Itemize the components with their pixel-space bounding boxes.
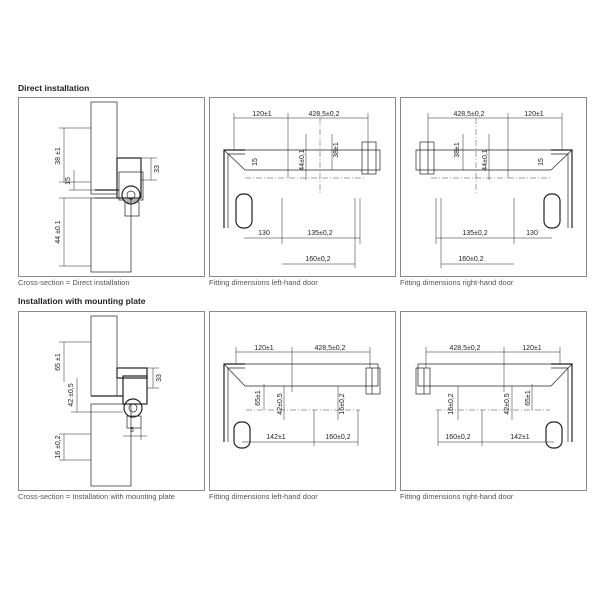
- hinge-left: [235, 193, 253, 229]
- hinge-right: [545, 421, 563, 449]
- wall-section: [90, 101, 118, 195]
- hinge-body: [122, 375, 148, 405]
- left-door-plate-drawing: 120±1 428,5±0,2 65±1 42±0,5 16±0,2 142±1…: [223, 345, 381, 449]
- dim-5: 5: [130, 427, 134, 434]
- cross-section-direct-drawing: 38 ±1 15 44 ±0.1 33: [55, 101, 161, 273]
- door-insulation: [90, 403, 132, 487]
- dim-120: 120±1: [254, 345, 274, 352]
- section-heading-direct: Direct installation: [18, 83, 90, 93]
- dim-44: 44±0,1: [299, 149, 306, 170]
- caption-right-direct: Fitting dimensions right-hand door: [400, 278, 514, 287]
- caption-cross-plate: Cross-section = Installation with mounti…: [18, 492, 175, 501]
- dim-142: 142±1: [510, 434, 530, 441]
- dim-65: 65±1: [255, 390, 262, 406]
- hinge-body: [116, 157, 142, 199]
- dim-38: 38±1: [454, 142, 461, 158]
- left-door-plate-panel: 120±1 428,5±0,2 65±1 42±0,5 16±0,2 142±1…: [209, 311, 396, 491]
- hinge-right: [543, 193, 561, 229]
- left-door-direct-panel: 120±1 428,5±0,2 15 44±0,1 38±1 130 135±0…: [209, 97, 396, 277]
- dim-120: 120±1: [252, 111, 272, 118]
- dim-160: 160±0,2: [458, 256, 483, 263]
- dim-120: 120±1: [522, 345, 542, 352]
- dim-135: 135±0,2: [307, 230, 332, 237]
- wall-section: [90, 315, 118, 397]
- dim-142: 142±1: [266, 434, 286, 441]
- dim-16: 16 ±0,2: [55, 435, 62, 458]
- mounting-plate: [116, 367, 148, 379]
- dim-160: 160±0,2: [305, 256, 330, 263]
- dim-120: 120±1: [524, 111, 544, 118]
- dim-65: 65±1: [525, 390, 532, 406]
- right-door-plate-drawing: 428,5±0,2 120±1 16±0,2 42±0,5 65±1 160±0…: [415, 345, 573, 449]
- dim-130: 130: [526, 230, 538, 237]
- left-door-direct-drawing: 120±1 428,5±0,2 15 44±0,1 38±1 130 135±0…: [223, 111, 381, 268]
- dim-16: 16±0,2: [448, 393, 455, 414]
- hinge-roller: [123, 398, 143, 418]
- right-door-direct-drawing: 428,5±0,2 120±1 38±1 44±0,1 15 135±0,2 1…: [415, 111, 573, 268]
- dim-44: 44±0,1: [482, 149, 489, 170]
- cross-section-plate-panel: 65 ±1 42 ±0,5 16 ±0,2 33 5: [18, 311, 205, 491]
- caption-right-plate: Fitting dimensions right-hand door: [400, 492, 514, 501]
- dim-160: 160±0,2: [445, 434, 470, 441]
- dim-135: 135±0,2: [462, 230, 487, 237]
- dim-33: 33: [156, 374, 163, 382]
- dim-42: 42 ±0,5: [68, 383, 75, 406]
- cross-section-plate-drawing: 65 ±1 42 ±0,5 16 ±0,2 33 5: [55, 315, 163, 487]
- dim-42: 42±0,5: [504, 393, 511, 414]
- dim-44: 44 ±0.1: [55, 220, 62, 243]
- right-door-direct-panel: 428,5±0,2 120±1 38±1 44±0,1 15 135±0,2 1…: [400, 97, 587, 277]
- right-door-plate-panel: 428,5±0,2 120±1 16±0,2 42±0,5 65±1 160±0…: [400, 311, 587, 491]
- dim-428: 428,5±0,2: [449, 345, 480, 352]
- caption-left-plate: Fitting dimensions left-hand door: [209, 492, 318, 501]
- dim-160: 160±0,2: [325, 434, 350, 441]
- dim-65: 65 ±1: [55, 353, 62, 371]
- caption-cross-direct: Cross-section = Direct installation: [18, 278, 130, 287]
- dim-38: 38±1: [333, 142, 340, 158]
- dim-15: 15: [252, 158, 259, 166]
- dim-130: 130: [258, 230, 270, 237]
- dim-42: 42±0,5: [277, 393, 284, 414]
- hinge-left: [233, 421, 251, 449]
- dim-33: 33: [154, 165, 161, 173]
- dim-15: 15: [65, 177, 72, 185]
- dim-428: 428,5±0,2: [314, 345, 345, 352]
- section-heading-plate: Installation with mounting plate: [18, 296, 146, 306]
- dim-428: 428,5±0,2: [308, 111, 339, 118]
- hinge-roller: [121, 185, 141, 205]
- dim-38: 38 ±1: [55, 147, 62, 165]
- caption-left-direct: Fitting dimensions left-hand door: [209, 278, 318, 287]
- cross-section-direct-panel: 38 ±1 15 44 ±0.1 33: [18, 97, 205, 277]
- dim-428: 428,5±0,2: [453, 111, 484, 118]
- dim-15: 15: [538, 158, 545, 166]
- dim-16: 16±0,2: [339, 393, 346, 414]
